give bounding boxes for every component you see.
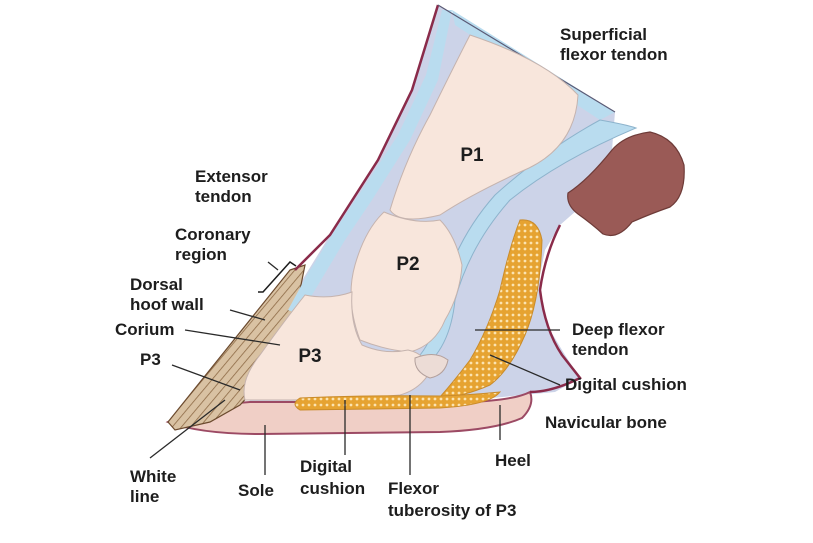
skin-outline — [294, 4, 440, 271]
p2-bone — [350, 211, 463, 353]
label-superficial-flexor-tendon: Superficial flexor tendon — [560, 25, 668, 64]
label-digital-cushion-bottom: Digital cushion — [300, 457, 365, 498]
label-extensor-tendon: Extensor tendon — [195, 167, 272, 206]
leader-dorsal-wall — [229, 309, 266, 321]
label-flexor-tuberosity: Flexor tuberosity of P3 — [388, 479, 516, 520]
leader-cushion-right — [489, 354, 561, 386]
label-deep-flexor-tendon: Deep flexor tendon — [572, 320, 669, 359]
p1-bone — [389, 34, 579, 220]
heel-outline — [529, 224, 582, 394]
hoof-drawing — [165, 4, 685, 436]
label-digital-cushion-right: Digital cushion — [565, 375, 687, 394]
label-sole: Sole — [238, 481, 274, 500]
leader-extensor — [267, 261, 279, 271]
leader-white-line — [149, 399, 226, 459]
ergot-skin — [567, 131, 685, 237]
hoof-wall — [167, 264, 306, 431]
extensor-tendon — [288, 10, 452, 315]
p3-bone — [243, 291, 429, 401]
label-p3: P3 — [140, 350, 161, 369]
label-coronary-region: Coronary region — [175, 225, 255, 264]
navicular-bone — [414, 354, 449, 379]
digital-cushion-sole — [294, 391, 502, 411]
label-p1: P1 — [460, 145, 484, 166]
leader-p3 — [171, 364, 241, 391]
label-dorsal-hoof-wall: Dorsal hoof wall — [130, 275, 204, 314]
leader-lines — [149, 261, 561, 475]
label-navicular-bone: Navicular bone — [545, 413, 667, 432]
label-heel: Heel — [495, 451, 531, 470]
coronary-bracket — [258, 261, 297, 293]
label-p3-bone: P3 — [298, 346, 321, 367]
deep-flexor-tendon — [409, 119, 638, 371]
label-corium: Corium — [115, 320, 175, 339]
label-white-line: White line — [130, 467, 181, 506]
leader-corium — [184, 329, 281, 346]
label-p2: P2 — [396, 254, 419, 275]
